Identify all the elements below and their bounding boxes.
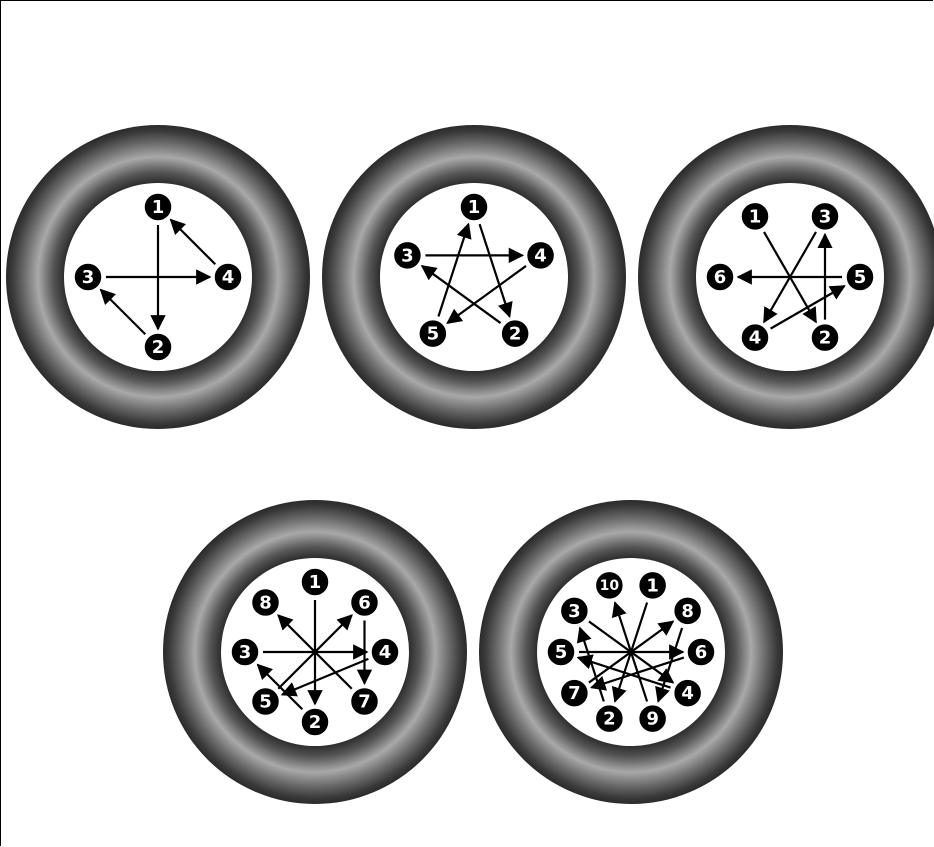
lug-nut-1: 1 <box>144 193 172 221</box>
lug-nut-3: 3 <box>811 202 839 230</box>
lug-number-label: 6 <box>695 642 708 663</box>
lug-nut-4: 4 <box>371 638 399 666</box>
lug-nut-2: 2 <box>301 708 329 736</box>
lug-nut-4: 4 <box>741 324 769 352</box>
lug-number-label: 1 <box>646 575 659 596</box>
lug-number-label: 1 <box>152 197 165 218</box>
lug-nut-2: 2 <box>595 705 623 733</box>
lug-number-label: 3 <box>401 245 414 266</box>
lug-nut-4: 4 <box>674 679 702 707</box>
lug-number-label: 6 <box>714 267 727 288</box>
lug-nut-1: 1 <box>639 571 667 599</box>
lug-nut-4: 4 <box>527 241 555 269</box>
lug-nut-7: 7 <box>350 687 378 715</box>
lug-nut-5: 5 <box>419 320 447 348</box>
lug-nut-5: 5 <box>252 687 280 715</box>
lug-nut-3: 3 <box>74 263 102 291</box>
lug-nut-3: 3 <box>560 597 588 625</box>
lug-nut-8: 8 <box>674 597 702 625</box>
lug-number-label: 5 <box>555 642 568 663</box>
lug-number-label: 3 <box>568 601 581 622</box>
lug-number-label: 6 <box>358 593 371 614</box>
lug-nut-7: 7 <box>560 679 588 707</box>
lug-nut-2: 2 <box>811 324 839 352</box>
lug-number-label: 2 <box>309 712 322 733</box>
lug-nut-2: 2 <box>501 320 529 348</box>
lug-number-label: 1 <box>749 206 762 227</box>
lug-number-label: 2 <box>819 328 832 349</box>
lug-nut-5: 5 <box>547 638 575 666</box>
lug-number-label: 7 <box>358 691 371 712</box>
wheel-8-lug: 1 2 3 4 5 6 7 8 <box>163 500 467 804</box>
lug-nut-4: 4 <box>214 263 242 291</box>
lug-number-label: 1 <box>468 197 481 218</box>
lug-number-label: 5 <box>427 324 440 345</box>
wheel-6-lug: 1 2 3 4 5 6 <box>638 125 934 429</box>
lug-nut-6: 6 <box>350 589 378 617</box>
wheel-10-lug: 1 2 3 4 5 6 7 8 9 10 <box>479 500 783 804</box>
lug-number-label: 2 <box>603 709 616 730</box>
lug-number-label: 3 <box>82 267 95 288</box>
lug-nut-10: 10 <box>595 571 623 599</box>
lug-nut-6: 6 <box>687 638 715 666</box>
wheel-4-lug: 1 2 3 4 <box>6 125 310 429</box>
lug-number-label: 4 <box>379 642 392 663</box>
lug-nut-2: 2 <box>144 333 172 361</box>
lug-number-label: 5 <box>854 267 867 288</box>
lug-number-label: 2 <box>152 337 165 358</box>
lug-number-label: 4 <box>681 683 694 704</box>
lug-nut-6: 6 <box>706 263 734 291</box>
lug-number-label: 4 <box>222 267 235 288</box>
lug-number-label: 9 <box>646 709 659 730</box>
lug-number-label: 3 <box>239 642 252 663</box>
lug-number-label: 4 <box>534 245 547 266</box>
lug-number-label: 1 <box>309 572 322 593</box>
lug-nut-3: 3 <box>393 241 421 269</box>
lug-number-label: 2 <box>509 324 522 345</box>
lug-nut-1: 1 <box>301 568 329 596</box>
lug-nut-1: 1 <box>460 193 488 221</box>
lug-nut-8: 8 <box>252 589 280 617</box>
lug-number-label: 4 <box>749 328 762 349</box>
lug-number-label: 5 <box>259 691 272 712</box>
lug-number-label: 10 <box>600 578 620 594</box>
lug-number-label: 3 <box>819 206 832 227</box>
wheel-5-lug: 1 2 3 4 5 <box>322 125 626 429</box>
lug-number-label: 7 <box>568 683 581 704</box>
lug-nut-5: 5 <box>846 263 874 291</box>
lug-nut-1: 1 <box>741 202 769 230</box>
lug-number-label: 8 <box>681 601 694 622</box>
lug-nut-3: 3 <box>231 638 259 666</box>
lug-nut-9: 9 <box>639 705 667 733</box>
lug-number-label: 8 <box>259 593 272 614</box>
